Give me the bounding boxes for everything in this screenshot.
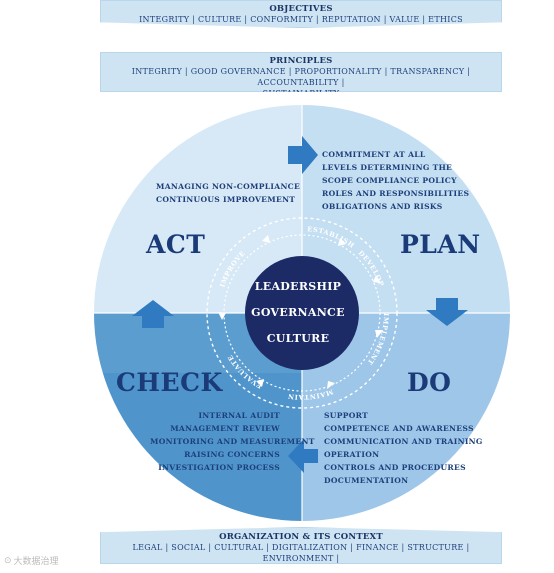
context-banner: ORGANIZATION & ITS CONTEXT LEGAL | SOCIA… <box>100 527 502 564</box>
plan-item: LEVELS DETERMINING THE <box>322 163 453 172</box>
do-item: DOCUMENTATION <box>324 476 409 485</box>
check-item: INVESTIGATION PROCESS <box>158 463 280 472</box>
cycle-arrow-icon <box>327 381 335 389</box>
wechat-icon: ⊙ <box>4 555 12 566</box>
objectives-title: OBJECTIVES <box>269 4 333 14</box>
arrow-left-icon <box>288 439 318 473</box>
cycle-arrow-icon <box>262 235 270 243</box>
principles-banner: PRINCIPLES INTEGRITY | GOOD GOVERNANCE |… <box>100 52 502 92</box>
check-item: MANAGEMENT REVIEW <box>170 424 280 433</box>
plan-item: SCOPE COMPLIANCE POLICY <box>322 176 457 185</box>
do-item: CONTROLS AND PROCEDURES <box>324 463 466 472</box>
check-label: CHECK <box>116 368 223 397</box>
principles-line1: INTEGRITY | GOOD GOVERNANCE | PROPORTION… <box>131 67 471 87</box>
act-item: MANAGING NON-COMPLIANCE <box>156 182 301 191</box>
cycle-arrow-icon <box>256 379 264 387</box>
do-item: OPERATION <box>324 450 380 459</box>
outer-dashed-ring <box>206 217 398 409</box>
center-circle <box>245 256 359 370</box>
cycle-arrow-icon <box>218 312 226 320</box>
act-label: ACT <box>146 230 206 259</box>
context-title: ORGANIZATION & ITS CONTEXT <box>219 532 383 542</box>
do-items: SUPPORT COMPETENCE AND AWARENESS COMMUNI… <box>324 409 483 487</box>
objectives-banner: OBJECTIVES INTEGRITY | CULTURE | CONFORM… <box>100 0 502 28</box>
watermark: ⊙ 大数据治理 <box>4 554 59 568</box>
plan-item: COMMITMENT AT ALL <box>322 150 426 159</box>
watermark-text: 大数据治理 <box>13 557 59 567</box>
principles-line2: SUSTAINABILITY <box>262 89 340 98</box>
plan-label: PLAN <box>400 230 481 259</box>
check-item: MONITORING AND MEASUREMENT <box>150 437 315 446</box>
cycle-arrow-icon <box>373 275 381 283</box>
plan-item: ROLES AND RESPONSIBILITIES <box>322 189 470 198</box>
act-item: CONTINUOUS IMPROVEMENT <box>156 195 296 204</box>
cycle-arrow-icon <box>338 238 346 246</box>
arrow-down-icon <box>426 298 468 326</box>
context-line1: LEGAL | SOCIAL | CULTURAL | DIGITALIZATI… <box>132 543 470 563</box>
objectives-items: INTEGRITY | CULTURE | CONFORMITY | REPUT… <box>139 15 463 24</box>
plan-item: OBLIGATIONS AND RISKS <box>322 202 443 211</box>
arrow-up-icon <box>132 300 174 328</box>
principles-title: PRINCIPLES <box>269 56 333 66</box>
center-leadership: LEADERSHIP <box>254 280 342 293</box>
check-item: RAISING CONCERNS <box>184 450 280 459</box>
check-items: INTERNAL AUDIT MANAGEMENT REVIEW MONITOR… <box>150 409 315 474</box>
plan-items: COMMITMENT AT ALL LEVELS DETERMINING THE… <box>322 148 469 213</box>
center-governance: GOVERNANCE <box>251 306 345 319</box>
do-item: COMPETENCE AND AWARENESS <box>324 424 474 433</box>
check-item: INTERNAL AUDIT <box>198 411 280 420</box>
act-items: MANAGING NON-COMPLIANCE CONTINUOUS IMPRO… <box>156 180 300 206</box>
do-item: COMMUNICATION AND TRAINING <box>324 437 483 446</box>
arrow-right-icon <box>288 136 318 174</box>
do-item: SUPPORT <box>324 411 369 420</box>
do-label: DO <box>407 368 452 397</box>
center-culture: CULTURE <box>266 332 330 345</box>
cycle-arrow-icon <box>375 330 383 338</box>
